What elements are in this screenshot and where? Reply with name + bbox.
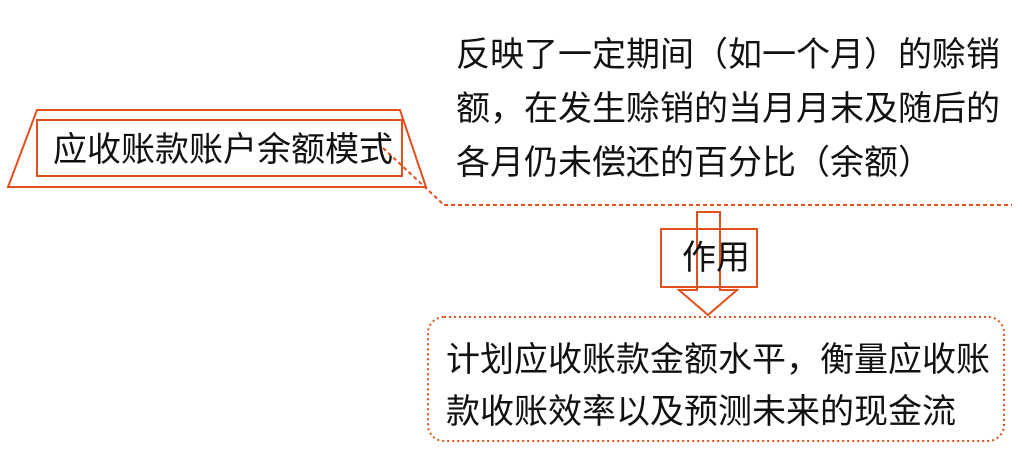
description-line: 反映了一定期间（如一个月）的赊销	[456, 35, 1000, 75]
title-label: 应收账款账户余额模式	[53, 130, 393, 170]
purpose-text: 计划应收账款金额水平，衡量应收账 款收账效率以及预测未来的现金流	[446, 334, 990, 438]
description-line: 各月仍未偿还的百分比（余额）	[456, 143, 932, 183]
purpose-box	[427, 316, 1005, 442]
relation-box	[660, 228, 758, 288]
title-frame	[36, 119, 403, 177]
down-arrow-shape	[676, 211, 740, 317]
description-text: 反映了一定期间（如一个月）的赊销 额，在发生赊销的当月月末及随后的 各月仍未偿还…	[456, 28, 1000, 190]
description-line: 额，在发生赊销的当月月末及随后的	[456, 89, 1000, 129]
relation-label: 作用	[682, 238, 750, 278]
purpose-line: 计划应收账款金额水平，衡量应收账	[446, 340, 990, 380]
purpose-line: 款收账效率以及预测未来的现金流	[446, 392, 956, 432]
